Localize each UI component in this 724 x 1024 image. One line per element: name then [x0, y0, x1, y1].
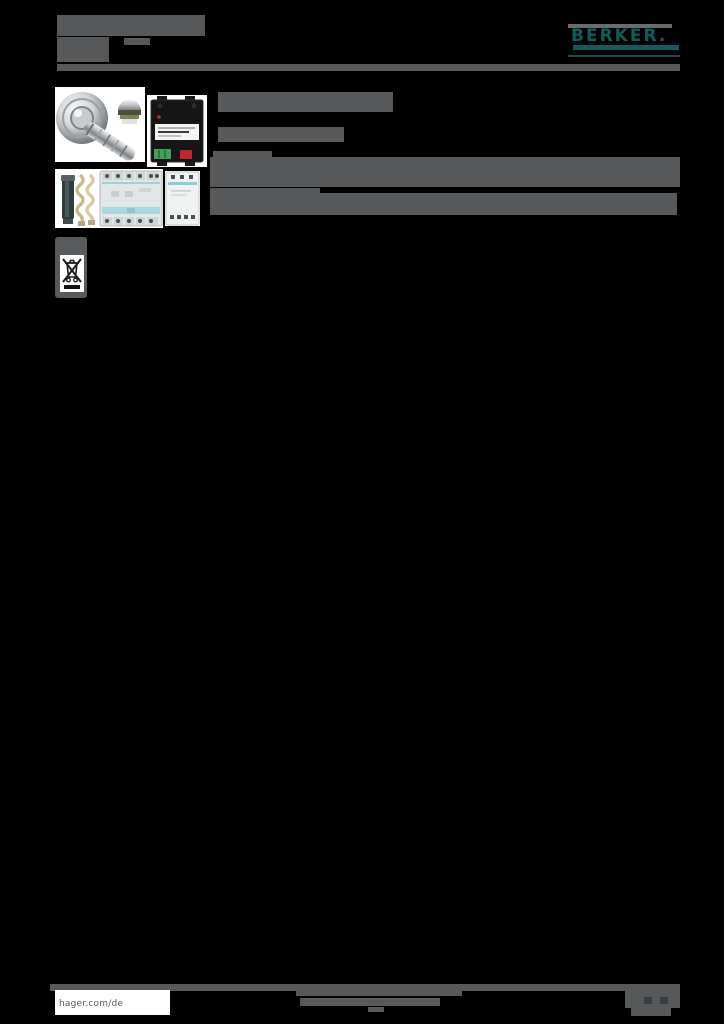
footer-right-dot-1: [644, 997, 652, 1004]
product-title-bar: [218, 92, 393, 112]
din-power-supply-graphic: [165, 171, 200, 226]
footer-right-subbar: [631, 1008, 671, 1016]
weee-badge: [55, 237, 87, 298]
footer-website-link[interactable]: hager.com/de: [59, 999, 124, 1009]
description-mark-row: [210, 188, 320, 193]
footer-right-block: [625, 984, 680, 1008]
logo-top-rule: [568, 24, 672, 28]
weee-icon: [60, 255, 84, 292]
header-rule: [57, 64, 680, 71]
logo-bottom-rule: [568, 55, 680, 57]
header-line-2: [57, 37, 109, 62]
description-block-2: [210, 193, 677, 215]
controller-box-photo: [147, 95, 207, 167]
footer-center-line-2: [300, 998, 440, 1006]
din-power-supply-photo: [165, 171, 200, 226]
knx-din-module-photo: [99, 169, 163, 228]
footer-center-line-1: [296, 988, 462, 996]
footer-rule: [50, 984, 680, 991]
temperature-sensor-cables-photo: [55, 169, 100, 228]
wind-sensor-graphic: [56, 92, 135, 161]
product-subtitle-bar: [218, 127, 344, 142]
light-sensor-photo: [115, 93, 144, 128]
brand-logo-wordmark: BERKER.: [571, 26, 668, 46]
logo-underline: [573, 45, 679, 50]
header-line-2-mark: [124, 38, 150, 45]
light-sensor-graphic: [118, 99, 141, 124]
product-photo-collage: [55, 85, 207, 228]
header-line-1: [57, 15, 205, 36]
description-lead-bar: [213, 151, 272, 157]
footer-website-box: hager.com/de: [55, 990, 170, 1015]
footer-center-mark: [368, 1007, 384, 1012]
controller-box-graphic: [150, 96, 204, 166]
description-block-1: [210, 157, 680, 187]
temperature-sensor-graphic: [61, 173, 95, 226]
knx-din-module-graphic: [99, 170, 163, 227]
footer-right-dot-2: [660, 997, 668, 1004]
